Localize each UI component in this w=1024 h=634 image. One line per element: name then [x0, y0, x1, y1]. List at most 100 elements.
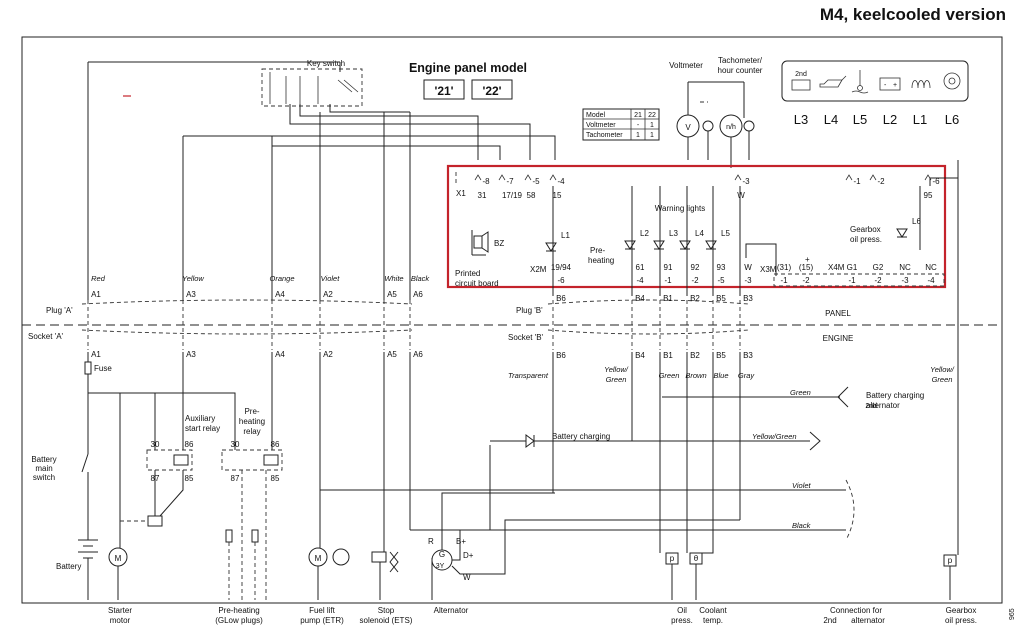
buzzer-icon [471, 230, 489, 256]
svg-text:-: - [637, 122, 640, 129]
coolant-temp-sender-icon: θ [689, 552, 703, 565]
fuel-pump-symbol: M [315, 554, 322, 563]
x1-wire-label: 58 [527, 191, 536, 200]
w-wire [451, 519, 740, 575]
relay-pin-label: 87 [151, 474, 160, 483]
x2m-wire-label: 93 [717, 263, 726, 272]
preheating-line1: Pre- [590, 246, 605, 255]
x3m-pin-label: -1 [780, 276, 788, 285]
legend-code-l4: L4 [824, 112, 838, 127]
charging-diode-icon [525, 434, 535, 448]
x2m-pin-label: -3 [744, 276, 752, 285]
model-21-label: '21' [434, 84, 453, 98]
legend-code-l6: L6 [945, 112, 959, 127]
x1-pin-icon [734, 174, 742, 181]
x3m-wire-label: (31) [777, 263, 792, 272]
socket-b-outline [547, 329, 749, 335]
yellow-green-wire-label-line1: Yellow/ [604, 365, 629, 374]
preheat-relay-line1: Pre- [244, 407, 259, 416]
connection-2nd-label-line1: Connection for [830, 606, 882, 615]
connector-plug-icon [837, 386, 849, 408]
tachometer-label-line1: Tachometer/ [718, 56, 763, 65]
alternator-3y: 3Y [436, 563, 445, 570]
wire [929, 177, 958, 186]
plug-b-pin-label: B4 [635, 294, 645, 303]
alternator-label: Alternator [434, 606, 469, 615]
socket-b-pin-label: B5 [716, 351, 726, 360]
plug-b-pin-label: B6 [556, 294, 566, 303]
starter-label-line1: Starter [108, 606, 132, 615]
preheating-line2: heating [588, 256, 614, 265]
wire [154, 470, 184, 517]
socket-a-pin-label: A5 [387, 350, 397, 359]
lamp-label-l5: L5 [721, 229, 730, 238]
brown-wire-label: Brown [685, 371, 706, 380]
aux-relay-line2: start relay [185, 424, 220, 433]
gray-wire-label: Gray [738, 371, 756, 380]
relay-pin-label: 30 [151, 440, 160, 449]
socket-a-pin-label: A6 [413, 350, 423, 359]
battery-charging-2nd-line1: Battery charging [866, 391, 924, 400]
fuel-pump-motor-icon [308, 547, 328, 567]
gearbox-wire-label-line1: Yellow/ [930, 365, 955, 374]
x1-pin-label: -2 [877, 177, 885, 186]
temperature-icon [851, 70, 869, 94]
panel-model-title: Engine panel model [409, 61, 527, 75]
x4m-wire-label: NC [899, 263, 911, 272]
svg-text:Tachometer: Tachometer [586, 132, 623, 139]
relay-pin-label: 85 [185, 474, 194, 483]
x1-wire-label: 15 [553, 191, 562, 200]
plug-a-color-label: Yellow [182, 274, 204, 283]
fuel-label-line1: Fuel lift [309, 606, 336, 615]
engine-section-label: ENGINE [823, 334, 854, 343]
plug-b-pin-label: B2 [690, 294, 700, 303]
x3m-wire-label: (15) [799, 263, 814, 272]
printed-board-line2: circuit board [455, 279, 499, 288]
glow-plugs-icon [225, 470, 267, 600]
gearbox-oil-line2: oil press. [850, 235, 882, 244]
oil-can-icon [819, 75, 847, 88]
svg-text:Voltmeter: Voltmeter [586, 122, 616, 129]
x4m-pin-label: -2 [874, 276, 882, 285]
legend-code-l3: L3 [794, 112, 808, 127]
lamp-label-l1: L1 [561, 231, 570, 240]
voltmeter-label: Voltmeter [669, 61, 703, 70]
wire [183, 135, 556, 160]
transparent-wire-label: Transparent [508, 371, 549, 380]
socket-a-outline [81, 329, 413, 335]
svg-text:p: p [948, 556, 953, 565]
coolant-label-line1: Coolant [699, 606, 727, 615]
plug-a-pin-label: A1 [91, 290, 101, 299]
stop-label-line1: Stop [378, 606, 395, 615]
gearbox-oil-line1: Gearbox [850, 225, 881, 234]
svg-text:+: + [893, 82, 897, 89]
plug-a-color-label: Violet [321, 274, 341, 283]
socket-a-label: Socket 'A' [28, 332, 64, 341]
x1-pin-label: -7 [506, 177, 514, 186]
relay-pin-label: 86 [185, 440, 194, 449]
green-wire-label: Green [659, 371, 680, 380]
wire [289, 104, 531, 160]
glow-plug-icon [911, 80, 931, 89]
socket-a-pin-label: A1 [91, 350, 101, 359]
preheating-label-line2: (GLow plugs) [215, 616, 263, 625]
x1-pin-label: -8 [482, 177, 490, 186]
plug-a-pin-label: A6 [413, 290, 423, 299]
warning-lamp-l6-icon [896, 228, 908, 238]
x4m-label: X4M [828, 263, 845, 272]
buzzer-label: BZ [494, 239, 504, 248]
plug-a-outline [81, 299, 413, 305]
x2m-wire-label: W [744, 263, 752, 272]
oil-label-line2: press. [671, 616, 693, 625]
fuse-icon [84, 361, 92, 375]
panel-section-label: PANEL [825, 309, 851, 318]
battery-charging-2nd-line2: alternator [866, 401, 900, 410]
lamp-label-l2: L2 [640, 229, 649, 238]
stop-solenoid-coil-icon [371, 551, 387, 563]
warning-lamp-l3-icon [653, 240, 665, 250]
x1-pin-icon [869, 174, 877, 181]
battery-label: Battery [56, 562, 81, 571]
x2m-pin-label: -5 [717, 276, 725, 285]
socket-a-pin-label: A4 [275, 350, 285, 359]
